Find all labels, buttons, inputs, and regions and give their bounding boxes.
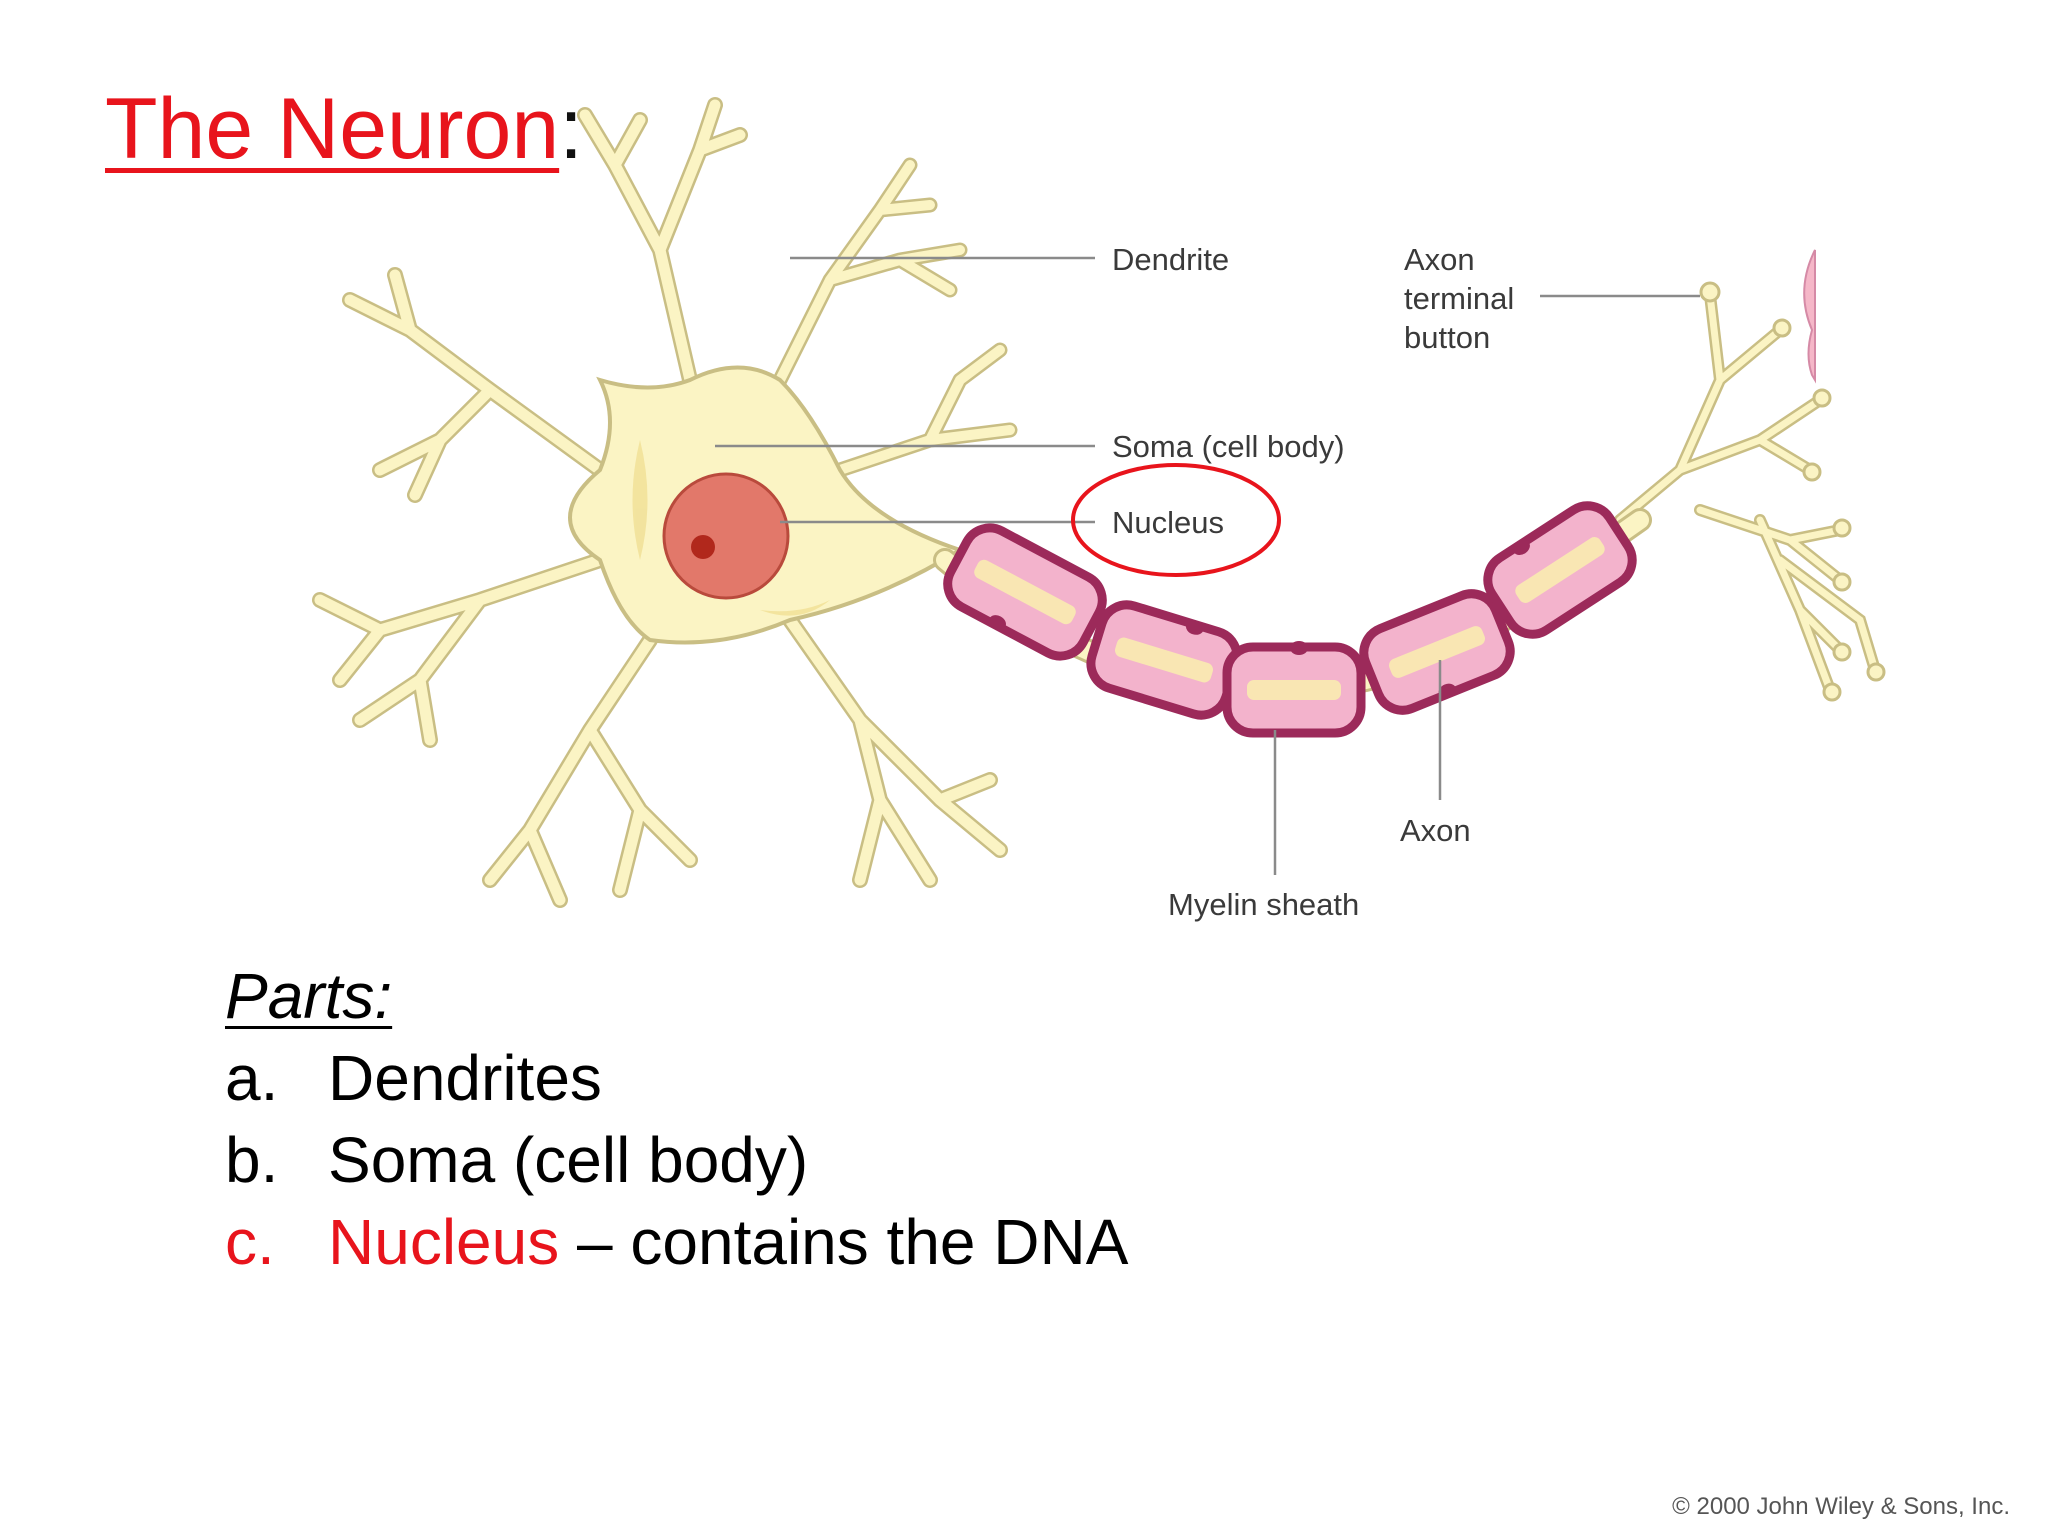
part-item-soma: b. Soma (cell body) [225,1119,808,1201]
copyright-notice: © 2000 John Wiley & Sons, Inc. [1672,1493,2010,1520]
dendrites [312,97,1018,908]
label-soma: Soma (cell body) [1112,429,1345,464]
nucleolus [691,535,715,559]
part-text: Dendrites [328,1042,602,1114]
title-colon: : [559,81,584,177]
label-myelin-sheath: Myelin sheath [1168,887,1359,922]
title-text: The Neuron [105,81,560,177]
synapse-target [1803,249,1816,384]
terminal-buttons [1699,281,1886,702]
myelin-sheath-segments [943,501,1637,738]
part-text-highlight: Nucleus [328,1206,560,1278]
part-text: Soma (cell body) [328,1124,809,1196]
axon-terminal-branches [1614,289,1881,696]
parts-list: Parts: a. Dendrites b. Soma (cell body) … [225,955,1128,1283]
part-marker: c. [225,1206,275,1278]
slide-title: The Neuron: [105,86,583,172]
label-axon-terminal-line3: button [1404,320,1490,355]
nucleus-highlight-circle [1071,463,1281,577]
part-text-group: Nucleus – contains the DNA [328,1201,1128,1283]
label-axon-terminal-line2: terminal [1404,281,1514,316]
part-item-nucleus: c. Nucleus – contains the DNA [225,1201,1128,1283]
nucleus [662,472,790,600]
leader-lines [715,256,1700,875]
parts-heading: Parts: [225,960,393,1032]
part-marker: a. [225,1042,279,1114]
label-axon-terminal-line1: Axon [1404,242,1475,277]
part-text-description: – contains the DNA [559,1206,1129,1278]
label-nucleus: Nucleus [1112,505,1224,540]
part-marker: b. [225,1124,279,1196]
part-item-dendrites: a. Dendrites [225,1037,602,1119]
label-axon: Axon [1400,813,1471,848]
soma-shading [632,440,830,616]
label-dendrite: Dendrite [1112,242,1229,277]
